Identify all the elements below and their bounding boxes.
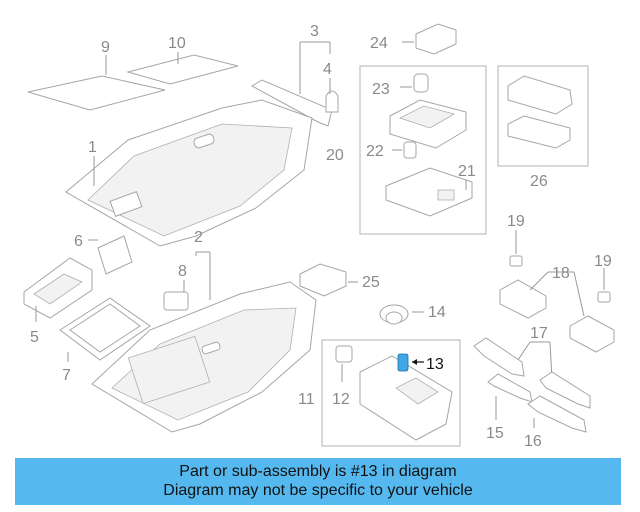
callout-22: 22 <box>366 143 384 160</box>
part-18-brackets <box>499 271 615 353</box>
callout-19-left: 19 <box>507 213 525 230</box>
caption-line-1: Part or sub-assembly is #13 in diagram <box>179 463 457 480</box>
callout-6: 6 <box>74 233 83 250</box>
callout-8: 8 <box>178 263 187 280</box>
callout-24: 24 <box>370 35 388 52</box>
callout-11: 11 <box>298 391 315 408</box>
assembly-11-box <box>321 339 461 447</box>
assembly-20-box <box>359 65 487 235</box>
parts-diagram: 9 10 3 4 24 23 20 22 21 26 1 6 2 8 25 5 … <box>23 23 615 450</box>
callout-15: 15 <box>486 425 504 442</box>
callout-16: 16 <box>524 433 542 450</box>
part-21-lens <box>385 167 473 217</box>
callout-25: 25 <box>362 274 380 291</box>
callout-19-right: 19 <box>594 253 612 270</box>
part-15-handle <box>487 373 533 420</box>
part-8-clip <box>163 280 189 311</box>
part-7-frame <box>59 297 151 362</box>
callout-17: 17 <box>530 325 548 342</box>
part-5-console <box>23 257 93 322</box>
callout-1: 1 <box>88 139 97 156</box>
callout-9: 9 <box>101 39 110 56</box>
part-9-sheet <box>27 55 166 111</box>
callout-14: 14 <box>428 304 446 321</box>
callout-3: 3 <box>310 23 319 40</box>
callout-20: 20 <box>326 147 344 164</box>
callout-7: 7 <box>62 367 71 384</box>
part-19-screw-right <box>597 268 611 303</box>
part-6-bracket <box>88 235 133 275</box>
part-1-headliner <box>65 99 313 247</box>
part-11-sunvisor <box>359 355 453 441</box>
callout-5: 5 <box>30 329 39 346</box>
assembly-26-box <box>497 65 589 167</box>
callout-21: 21 <box>458 163 476 180</box>
part-19-screw-left <box>509 230 523 267</box>
part-22-bulb <box>392 141 417 159</box>
part-17-handles <box>473 337 553 381</box>
part-13-highlight <box>397 353 409 372</box>
part-16-handle <box>527 371 591 433</box>
caption-line-2: Diagram may not be specific to your vehi… <box>163 482 473 499</box>
callout-18: 18 <box>552 265 570 282</box>
part-2-headliner <box>91 251 317 433</box>
part-25-lamp <box>299 263 358 297</box>
callout-13: 13 <box>426 356 444 373</box>
callout-2: 2 <box>194 229 203 246</box>
callout-23: 23 <box>372 81 390 98</box>
callout-12: 12 <box>332 391 350 408</box>
part-23-bulb <box>400 73 429 93</box>
part-24-switch <box>402 23 457 55</box>
part-14-grommet <box>379 304 424 325</box>
callout-26: 26 <box>530 173 548 190</box>
part-4-clip <box>325 78 339 113</box>
part-13-clip <box>397 353 424 372</box>
part-20-housing <box>389 99 467 149</box>
part-10-sheet <box>126 52 239 85</box>
part-12-mount <box>335 345 353 382</box>
callout-4: 4 <box>323 61 332 78</box>
part-26-lamps <box>507 75 573 149</box>
caption-banner: Part or sub-assembly is #13 in diagram D… <box>15 458 621 505</box>
callout-10: 10 <box>168 35 186 52</box>
